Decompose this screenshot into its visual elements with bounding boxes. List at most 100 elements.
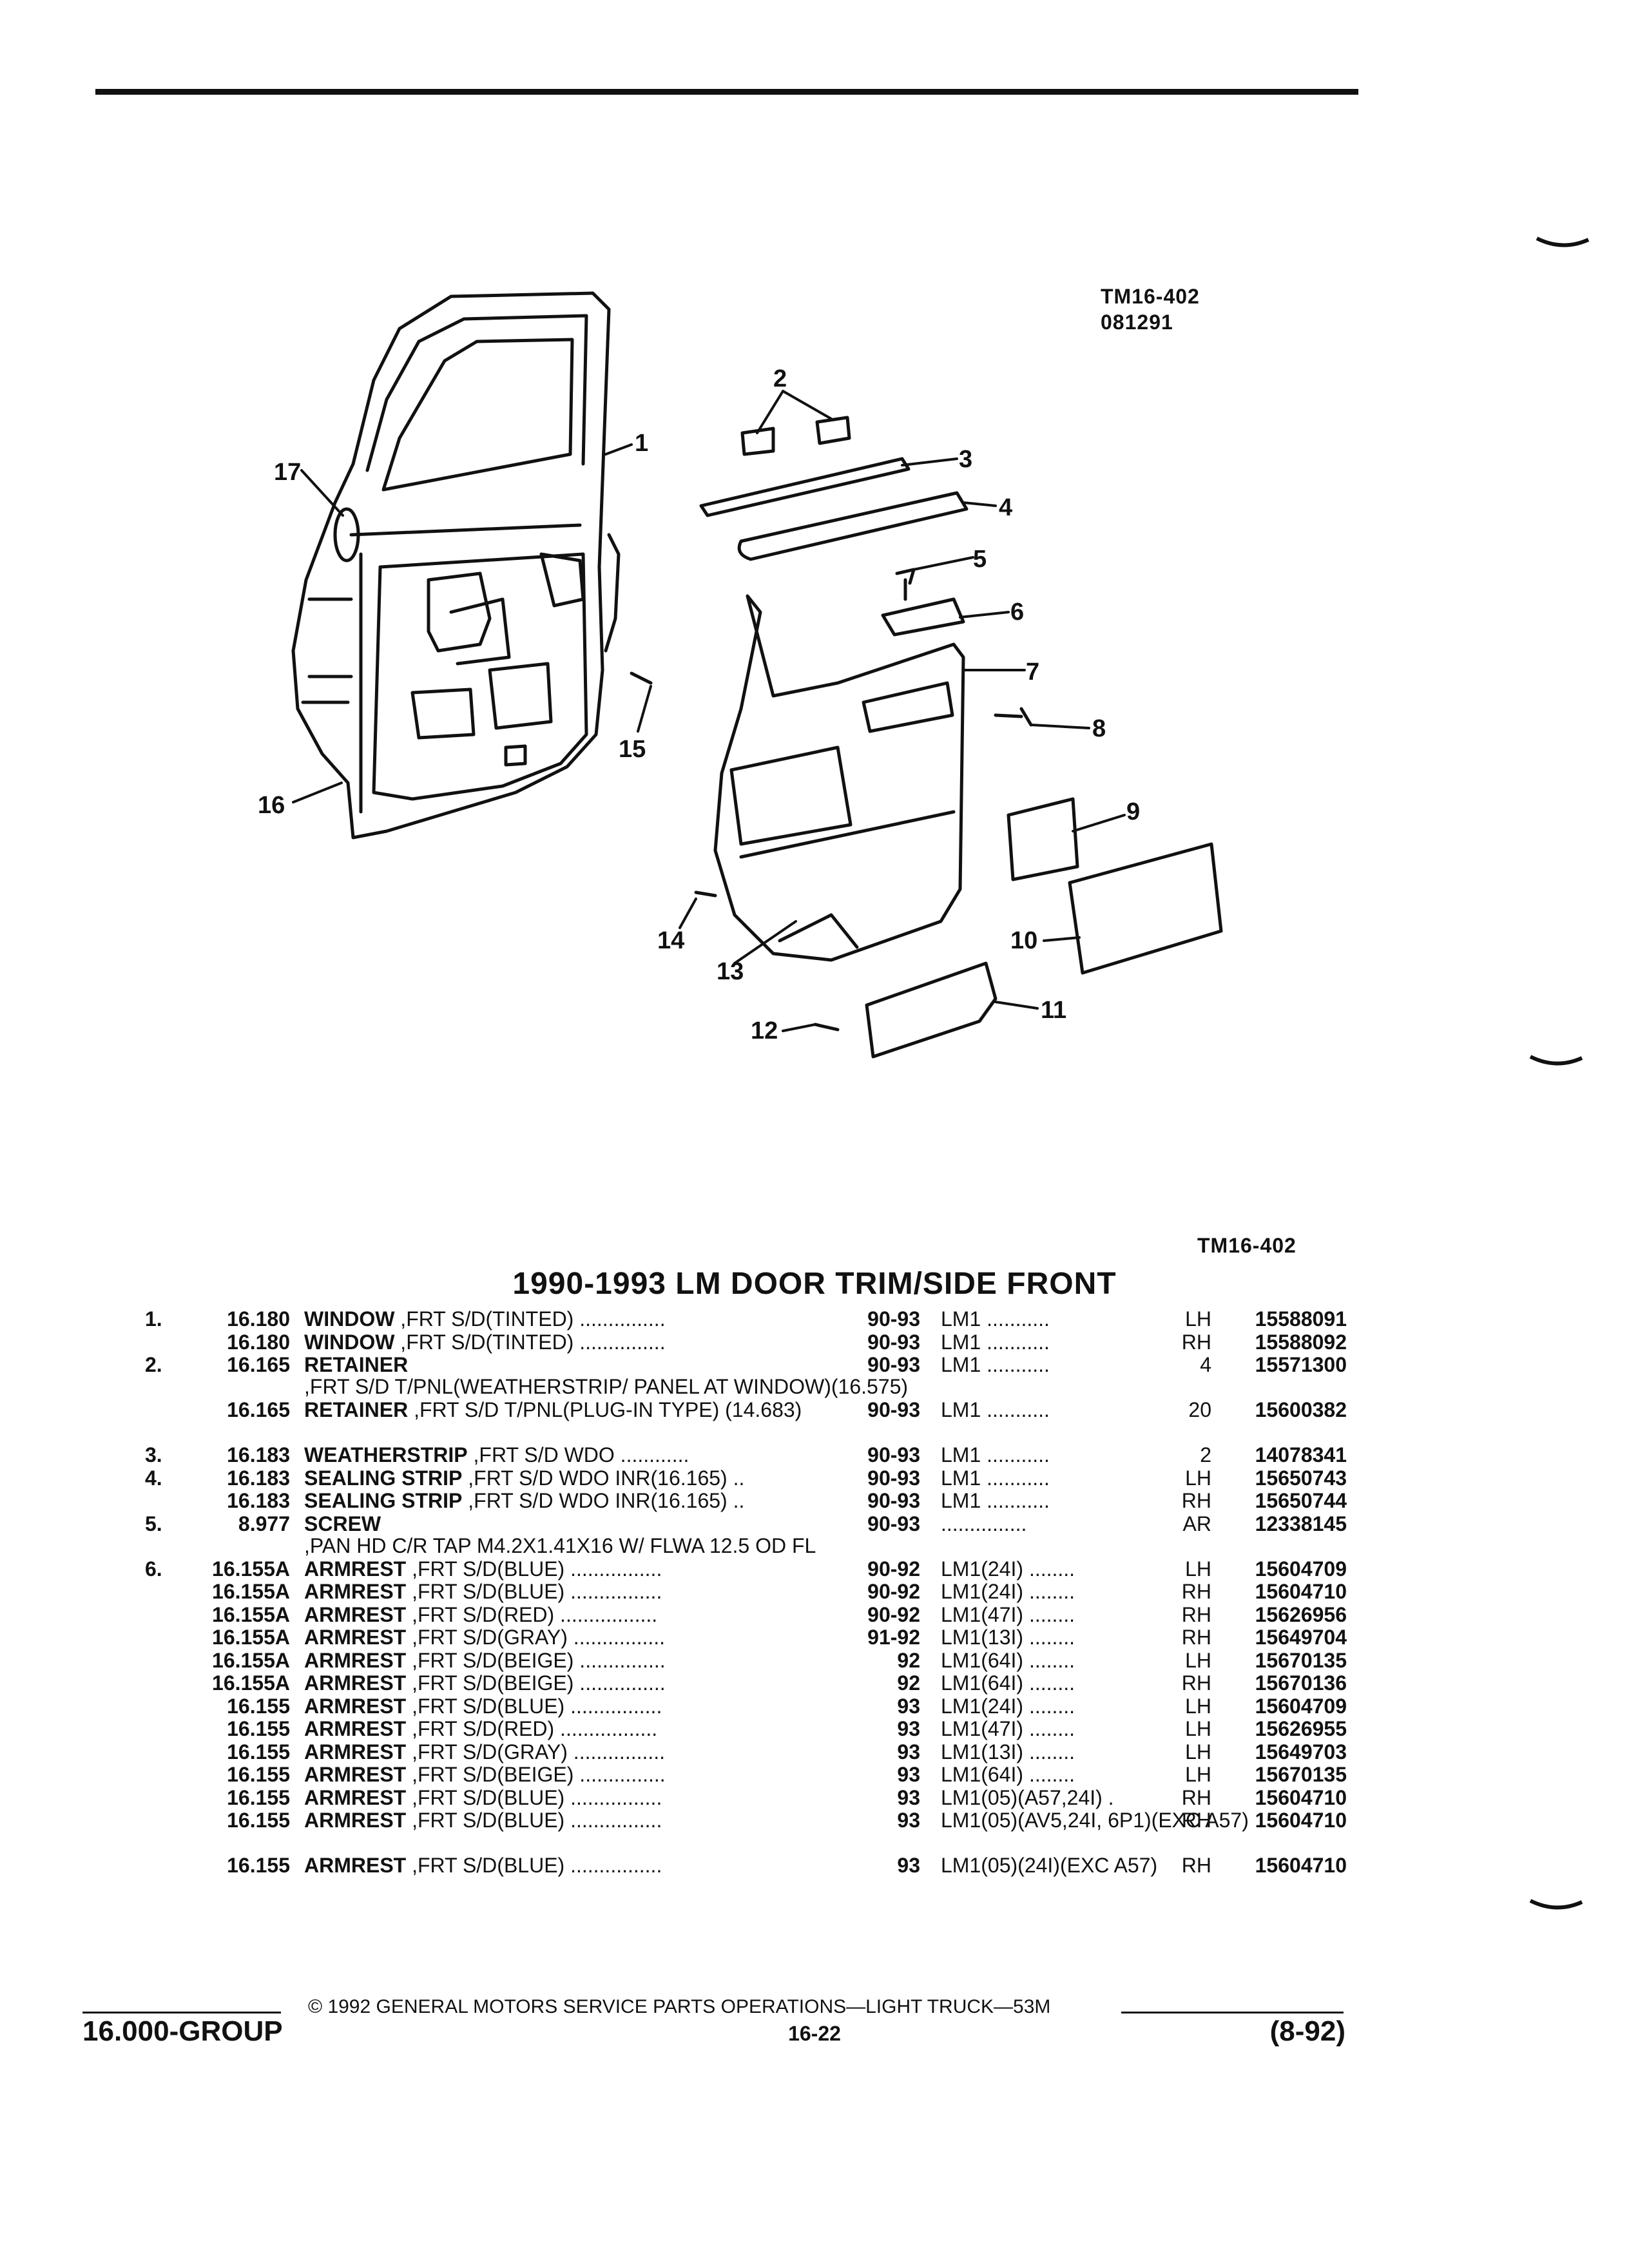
model-code: LM1(47I) ........ xyxy=(941,1718,1163,1740)
group-number: 16.183 xyxy=(227,1489,290,1512)
part-name: ARMREST xyxy=(304,1717,407,1740)
part-name: ARMREST xyxy=(304,1580,407,1603)
quantity: AR xyxy=(1182,1512,1211,1535)
callout-12: 12 xyxy=(751,1017,778,1044)
model-dots: . xyxy=(1102,1785,1114,1809)
footer-rule-left xyxy=(82,2012,281,2013)
quantity: RH xyxy=(1181,1602,1211,1626)
model-dots: ............... xyxy=(941,1512,1027,1535)
leader-dots: ............... xyxy=(574,1671,666,1695)
part-description: ARMREST ,FRT S/D(BLUE) ................ xyxy=(304,1809,839,1831)
part-description: ARMREST ,FRT S/D(BLUE) ................ xyxy=(304,1787,839,1809)
model-code: LM1(13I) ........ xyxy=(941,1741,1163,1763)
item-number: 4. xyxy=(145,1466,162,1490)
copyright-line: © 1992 GENERAL MOTORS SERVICE PARTS OPER… xyxy=(308,1996,1051,2017)
model-dots: ........... xyxy=(981,1466,1050,1490)
description-text: ,FRT S/D(GRAY) xyxy=(406,1740,568,1763)
part-description: ARMREST ,FRT S/D(BLUE) ................ xyxy=(304,1854,839,1876)
part-number: 15604709 xyxy=(1255,1694,1347,1718)
margin-tick-2 xyxy=(1529,1055,1583,1066)
part-description: ARMREST ,FRT S/D(RED) ................. xyxy=(304,1604,839,1626)
model-code: LM1(64I) ........ xyxy=(941,1763,1163,1785)
model-dots: ........... xyxy=(981,1353,1050,1376)
part-number: 12338145 xyxy=(1255,1512,1347,1535)
part-description: ARMREST ,FRT S/D(GRAY) ................ xyxy=(304,1626,839,1648)
group-number: 16.165 xyxy=(227,1353,290,1376)
model-years: 92 xyxy=(897,1648,920,1672)
model-code: LM1(47I) ........ xyxy=(941,1604,1163,1626)
model-years: 90-92 xyxy=(867,1557,920,1581)
description-text: ,FRT S/D(BLUE) xyxy=(406,1785,565,1809)
description-text: ,FRT S/D(TINTED) xyxy=(394,1330,574,1354)
group-label: 16.000-GROUP xyxy=(82,2015,283,2047)
model-years: 90-93 xyxy=(867,1443,920,1466)
model-code: ............... xyxy=(941,1513,1163,1535)
model-dots: ........ xyxy=(1023,1740,1075,1763)
model-text: LM1(05)(AV5,24I, 6P1)(EXC A57) xyxy=(941,1809,1249,1832)
group-number: 16.155A xyxy=(212,1557,290,1581)
group-number: 16.183 xyxy=(227,1443,290,1466)
group-number: 16.155 xyxy=(227,1854,290,1877)
quantity: 4 xyxy=(1200,1353,1211,1376)
figure-code-bottom: TM16-402 xyxy=(1197,1234,1296,1257)
model-dots: ........ xyxy=(1023,1580,1075,1603)
part-number: 15626956 xyxy=(1255,1602,1347,1626)
model-dots: ........... xyxy=(981,1443,1050,1466)
part-description: SEALING STRIP ,FRT S/D WDO INR(16.165) .… xyxy=(304,1490,839,1512)
part-description: ARMREST ,FRT S/D(BLUE) ................ xyxy=(304,1558,839,1580)
model-text: LM1(24I) xyxy=(941,1694,1024,1718)
item-number: 6. xyxy=(145,1557,162,1581)
item-number: 2. xyxy=(145,1353,162,1376)
quantity: LH xyxy=(1185,1466,1211,1490)
screw-part xyxy=(895,568,916,601)
part-name: ARMREST xyxy=(304,1854,407,1877)
model-years: 90-93 xyxy=(867,1330,920,1354)
part-name: ARMREST xyxy=(304,1785,407,1809)
part-description: RETAINER ,FRT S/D T/PNL(WEATHERSTRIP/ PA… xyxy=(304,1354,908,1398)
part-name: ARMREST xyxy=(304,1626,407,1649)
parts-diagram: 1 2 3 4 5 6 7 8 9 10 11 12 13 14 15 16 1… xyxy=(258,291,1223,1059)
leader-dots: ................ xyxy=(564,1785,662,1809)
model-code: LM1 ........... xyxy=(941,1331,1163,1353)
description-text: ,FRT S/D(RED) xyxy=(406,1717,555,1740)
callout-7: 7 xyxy=(1026,658,1039,686)
model-years: 93 xyxy=(897,1763,920,1786)
part-number: 15588092 xyxy=(1255,1330,1347,1354)
callout-16: 16 xyxy=(258,792,285,819)
description-text: ,FRT S/D WDO INR(16.165) xyxy=(462,1489,728,1512)
quantity: RH xyxy=(1181,1809,1211,1832)
description-text: ,FRT S/D T/PNL(WEATHERSTRIP/ PANEL AT WI… xyxy=(304,1375,909,1398)
model-years: 93 xyxy=(897,1740,920,1763)
model-years: 93 xyxy=(897,1717,920,1740)
item-number: 3. xyxy=(145,1443,162,1466)
part-number: 15600382 xyxy=(1255,1398,1347,1421)
leader-dots: ................. xyxy=(554,1602,658,1626)
model-code: LM1(24I) ........ xyxy=(941,1581,1163,1602)
switch-plate xyxy=(1068,842,1223,975)
quantity: LH xyxy=(1185,1694,1211,1718)
quantity: RH xyxy=(1181,1489,1211,1512)
description-text: ,PAN HD C/R TAP M4.2X1.41X16 W/ FLWA 12.… xyxy=(304,1533,816,1557)
quantity: 2 xyxy=(1200,1443,1211,1466)
description-text: ,FRT S/D(BLUE) xyxy=(406,1809,565,1832)
model-years: 93 xyxy=(897,1854,920,1877)
group-number: 16.155 xyxy=(227,1740,290,1763)
leader-dots: ................ xyxy=(567,1626,666,1649)
part-number: 15604710 xyxy=(1255,1580,1347,1603)
door-shell xyxy=(291,291,621,840)
group-number: 16.155 xyxy=(227,1809,290,1832)
model-dots: ........ xyxy=(1023,1717,1075,1740)
group-number: 16.155A xyxy=(212,1671,290,1695)
model-text: LM1(47I) xyxy=(941,1602,1024,1626)
part-number: 15604710 xyxy=(1255,1809,1347,1832)
fastener-12 xyxy=(813,1023,840,1032)
callout-3: 3 xyxy=(959,446,972,473)
model-years: 90-92 xyxy=(867,1580,920,1603)
leader-dots: ................ xyxy=(564,1809,662,1832)
model-dots: ........ xyxy=(1023,1671,1075,1695)
callout-6: 6 xyxy=(1010,599,1024,626)
part-description: ARMREST ,FRT S/D(GRAY) ................ xyxy=(304,1741,839,1763)
group-number: 16.155A xyxy=(212,1626,290,1649)
weatherstrip xyxy=(699,457,911,517)
model-years: 90-92 xyxy=(867,1602,920,1626)
